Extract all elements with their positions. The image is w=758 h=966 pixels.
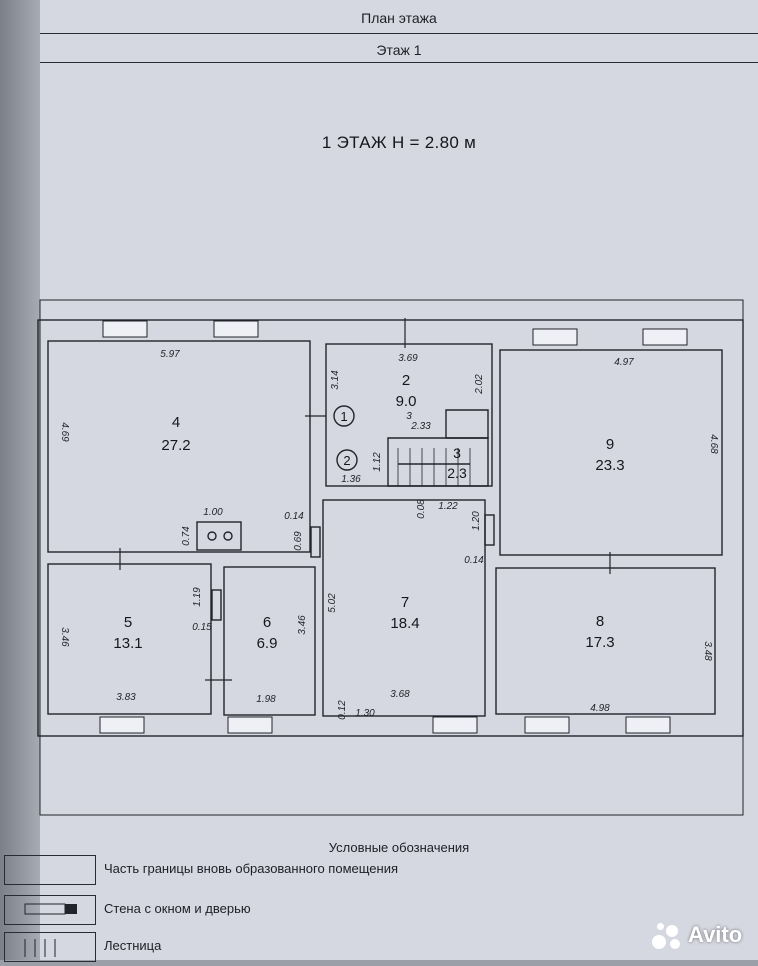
legend-item: Часть границы вновь образованного помеще… bbox=[0, 855, 758, 885]
avito-watermark: Avito bbox=[652, 918, 752, 952]
dimension-label: 1.36 bbox=[341, 474, 361, 485]
dimension-label: 1.19 bbox=[192, 587, 203, 607]
marker-1-circle bbox=[333, 405, 355, 427]
plan-title: 1 ЭТАЖ H = 2.80 м bbox=[321, 133, 477, 152]
room-number: 5 bbox=[124, 614, 132, 631]
dimension-label: 2.02 bbox=[474, 374, 485, 395]
legend-item-label: Лестница bbox=[104, 938, 162, 953]
drawing-frame bbox=[39, 299, 744, 816]
room-number: 3 bbox=[453, 445, 461, 461]
stove bbox=[196, 521, 242, 551]
dimension-label: 3.69 bbox=[398, 353, 418, 364]
dimension-label: 2.33 bbox=[410, 421, 431, 432]
dimension-label: 4.97 bbox=[614, 357, 634, 368]
room-number: 6 bbox=[263, 614, 271, 631]
window bbox=[432, 716, 478, 734]
burner-left bbox=[207, 531, 217, 541]
legend-item-label: Часть границы вновь образованного помеще… bbox=[104, 861, 398, 876]
window-door-legend-symbol bbox=[4, 895, 96, 925]
window bbox=[213, 320, 259, 338]
floor-tab-label: Этаж 1 bbox=[376, 42, 422, 58]
dimension-label: 0.08 bbox=[416, 499, 427, 519]
door-5-6 bbox=[211, 589, 222, 621]
legend-item: Лестница bbox=[0, 932, 758, 962]
dimension-label: 1.20 bbox=[471, 511, 482, 531]
window bbox=[625, 716, 671, 734]
dimension-label: 0.14 bbox=[464, 555, 484, 566]
legend-item-label: Стена с окном и дверью bbox=[104, 901, 251, 916]
window bbox=[227, 716, 273, 734]
room-area: 18.4 bbox=[390, 615, 419, 632]
room-4-outline bbox=[47, 340, 311, 553]
dimension-label: 0.14 bbox=[284, 511, 304, 522]
room-area: 17.3 bbox=[585, 634, 614, 651]
burner-right bbox=[223, 531, 233, 541]
window bbox=[524, 716, 570, 734]
room-5-outline bbox=[47, 563, 212, 715]
stair-outline bbox=[387, 437, 489, 487]
legend-title: Условные обозначения bbox=[328, 840, 470, 855]
dimension-label: 0.69 bbox=[293, 531, 304, 551]
room-number: 4 bbox=[172, 414, 180, 431]
window bbox=[99, 716, 145, 734]
room-number: 9 bbox=[606, 436, 614, 453]
window bbox=[102, 320, 148, 338]
marker-2-circle bbox=[336, 449, 358, 471]
dimension-label: 3.46 bbox=[297, 615, 308, 635]
room-area: 9.0 bbox=[396, 393, 417, 410]
room-8-outline bbox=[495, 567, 716, 715]
binding-spine bbox=[0, 0, 40, 960]
door-4-7 bbox=[310, 526, 321, 558]
dimension-label: 3.83 bbox=[116, 692, 136, 703]
header-divider bbox=[40, 33, 758, 34]
legend-item: Стена с окном и дверью bbox=[0, 895, 758, 925]
dimension-label: 1.00 bbox=[203, 507, 223, 518]
room-area: 2.3 bbox=[447, 465, 467, 481]
stair-legend-symbol bbox=[4, 932, 96, 962]
boundary-legend-symbol bbox=[4, 855, 96, 885]
room-area: 23.3 bbox=[595, 457, 624, 474]
room-number: 8 bbox=[596, 613, 604, 630]
dimension-label: 0.74 bbox=[181, 526, 192, 546]
room-number: 7 bbox=[401, 594, 409, 611]
header-divider-bottom bbox=[40, 62, 758, 63]
window bbox=[642, 328, 688, 346]
dimension-label: 4.98 bbox=[590, 703, 610, 714]
marker-1-label: 1 bbox=[340, 409, 347, 424]
room-number: 2 bbox=[402, 372, 410, 389]
avito-watermark-text: Avito bbox=[688, 922, 743, 947]
avito-logo-icon bbox=[652, 923, 684, 950]
outer-wall bbox=[37, 319, 744, 737]
dimension-label: 3.48 bbox=[702, 641, 713, 661]
room-9-outline bbox=[499, 349, 723, 556]
dimension-label: 5.02 bbox=[327, 593, 338, 613]
dimension-label: 4.68 bbox=[708, 434, 719, 454]
dimension-label: 3.14 bbox=[330, 370, 341, 390]
dimension-label: 1.30 bbox=[355, 708, 375, 719]
room-6-outline bbox=[223, 566, 316, 716]
dimension-label: 3.46 bbox=[59, 627, 70, 647]
dimension-label: 0.15 bbox=[192, 622, 212, 633]
document-page bbox=[40, 0, 758, 960]
dimension-label: 1.98 bbox=[256, 694, 276, 705]
room-area: 27.2 bbox=[161, 437, 190, 454]
dimension-label: 3 bbox=[406, 411, 412, 422]
room-area: 6.9 bbox=[257, 635, 278, 652]
window bbox=[532, 328, 578, 346]
door-7-9 bbox=[484, 514, 495, 546]
dimension-label: 0.12 bbox=[337, 700, 348, 720]
room-7-outline bbox=[322, 499, 486, 717]
page-header-title: План этажа bbox=[361, 10, 437, 26]
dimension-label: 5.97 bbox=[160, 349, 180, 360]
floor-plan: 4 27.2 2 9.0 3 2.3 9 23.3 5 13.1 6 6.9 7… bbox=[37, 299, 744, 816]
stair-treads bbox=[397, 448, 471, 486]
dimension-label: 1.12 bbox=[372, 452, 383, 472]
room-area: 13.1 bbox=[113, 635, 142, 652]
marker-2-label: 2 bbox=[343, 453, 350, 468]
dimension-label: 4.69 bbox=[59, 422, 70, 442]
stair-landing bbox=[445, 409, 489, 439]
dimension-label: 3.68 bbox=[390, 689, 410, 700]
dimension-label: 1.22 bbox=[438, 501, 458, 512]
